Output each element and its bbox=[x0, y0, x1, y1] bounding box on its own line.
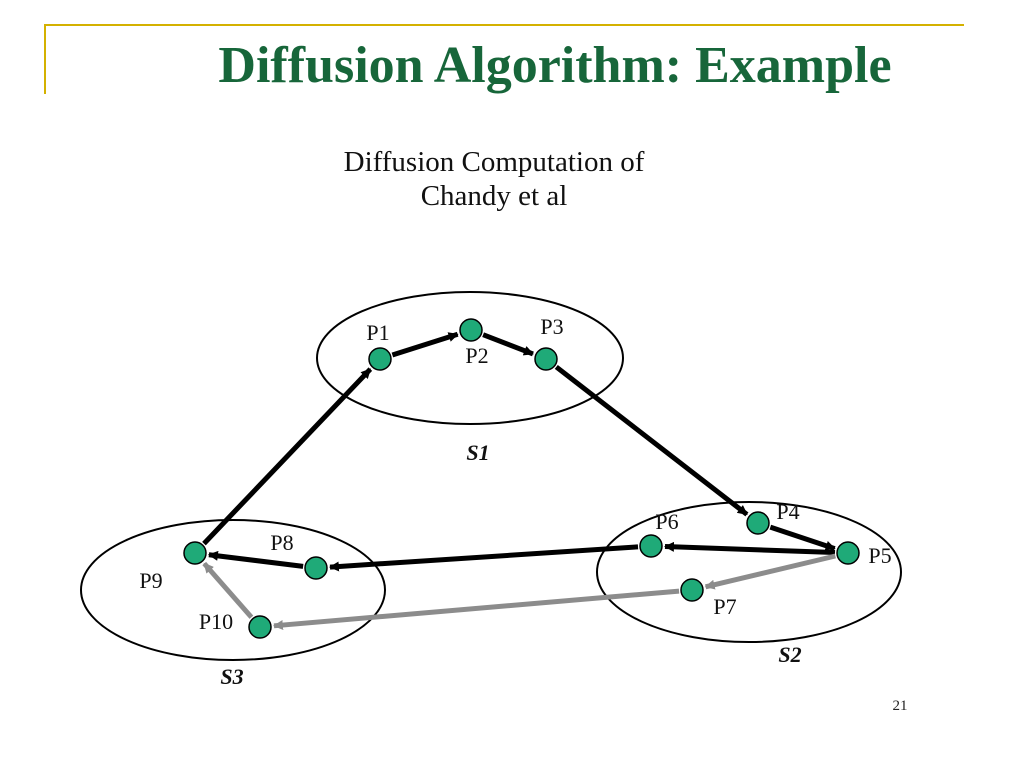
process-label-p5: P5 bbox=[868, 543, 891, 568]
process-node-p5 bbox=[836, 541, 860, 565]
subtitle-line-1: Diffusion Computation of bbox=[343, 146, 645, 178]
diagram-subtitle: Diffusion Computation of Chandy et al bbox=[244, 146, 744, 213]
site-s1-ellipse bbox=[316, 291, 624, 425]
message-arrows bbox=[202, 331, 836, 631]
frame-left-rule bbox=[44, 24, 46, 94]
arrow-p2-to-p3 bbox=[482, 332, 534, 357]
process-node-p9 bbox=[183, 541, 207, 565]
site-s2-ellipse bbox=[596, 501, 902, 643]
process-label-p10: P10 bbox=[199, 609, 233, 634]
process-node-p7 bbox=[680, 578, 704, 602]
process-node-p8 bbox=[304, 556, 328, 580]
process-label-p2: P2 bbox=[465, 343, 488, 368]
process-label-p3: P3 bbox=[540, 314, 563, 339]
process-node-p2 bbox=[459, 318, 483, 342]
arrow-p5-to-p7 bbox=[704, 553, 836, 590]
process-label-p1: P1 bbox=[366, 320, 389, 345]
arrow-p7-to-p10 bbox=[272, 588, 680, 631]
page-number: 21 bbox=[892, 698, 908, 714]
arrow-p6-to-p8 bbox=[328, 544, 639, 572]
process-label-p7: P7 bbox=[713, 594, 736, 619]
arrow-p9-to-p1 bbox=[202, 367, 373, 546]
process-label-p6: P6 bbox=[655, 509, 678, 534]
site-s1-label: S1 bbox=[466, 440, 489, 465]
arrow-p5-to-p6 bbox=[663, 541, 836, 556]
site-s3-ellipse bbox=[80, 519, 386, 661]
process-label-p4: P4 bbox=[776, 499, 799, 524]
process-label-p8: P8 bbox=[270, 530, 293, 555]
subtitle-line-2: Chandy et al bbox=[420, 179, 568, 212]
process-node-p4 bbox=[746, 511, 770, 535]
arrow-p10-to-p9 bbox=[202, 561, 254, 619]
site-s2-label: S2 bbox=[778, 642, 801, 667]
arrow-p8-to-p9 bbox=[207, 550, 304, 569]
process-node-p10 bbox=[248, 615, 272, 639]
arrow-p3-to-p4 bbox=[554, 364, 749, 517]
site-s3-label: S3 bbox=[220, 664, 243, 689]
process-node-p1 bbox=[368, 347, 392, 371]
process-label-p9: P9 bbox=[139, 568, 162, 593]
frame-top-rule bbox=[44, 24, 964, 26]
process-nodes bbox=[183, 318, 860, 639]
arrow-p1-to-p2 bbox=[391, 331, 459, 358]
slide-title: Diffusion Algorithm: Example bbox=[218, 37, 892, 94]
arrow-p4-to-p5 bbox=[769, 524, 836, 551]
process-node-p6 bbox=[639, 534, 663, 558]
process-node-p3 bbox=[534, 347, 558, 371]
